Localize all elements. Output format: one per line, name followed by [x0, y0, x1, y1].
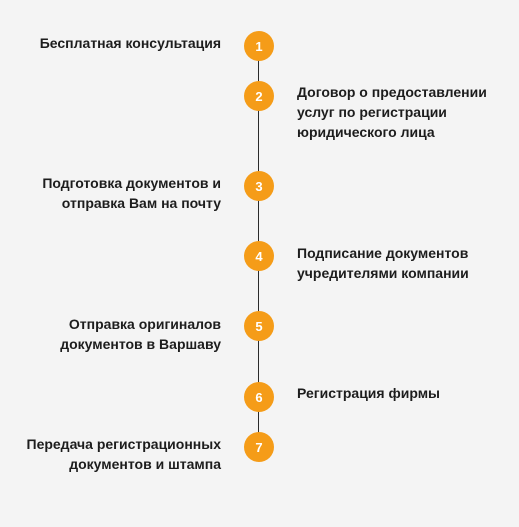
- step-2-line-2: услуг по регистрации: [297, 104, 447, 120]
- step-7-line-2: документов и штампа: [69, 456, 221, 472]
- step-7-label: Передача регистрационных документов и шт…: [1, 434, 222, 474]
- step-3-line-2: отправка Вам на почту: [61, 195, 221, 211]
- step-1-number: 1: [255, 38, 263, 54]
- step-2-badge: 2: [244, 81, 274, 111]
- step-1-badge: 1: [244, 31, 274, 61]
- step-7-line-1: Передача регистрационных: [26, 436, 222, 452]
- step-2-line-1: Договор о предоставлении: [297, 84, 487, 100]
- step-4-number: 4: [255, 248, 263, 264]
- step-1-label: Бесплатная консультация: [1, 33, 221, 53]
- step-2-number: 2: [255, 88, 263, 104]
- step-4-line-1: Подписание документов: [297, 245, 469, 261]
- step-7-badge: 7: [244, 432, 274, 462]
- step-4-line-2: учредителями компании: [297, 265, 469, 281]
- step-1-line-1: Бесплатная консультация: [39, 35, 221, 51]
- step-4-label: Подписание документов учредителями компа…: [297, 243, 512, 283]
- step-6-badge: 6: [244, 382, 274, 412]
- step-5-line-1: Отправка оригиналов: [68, 316, 221, 332]
- step-2-line-3: юридического лица: [297, 124, 435, 140]
- step-3-label: Подготовка документов и отправка Вам на …: [1, 173, 221, 213]
- step-2-label: Договор о предоставлении услуг по регист…: [297, 82, 512, 142]
- step-5-badge: 5: [244, 311, 274, 341]
- step-3-number: 3: [255, 178, 263, 194]
- step-7-number: 7: [255, 439, 263, 455]
- step-6-number: 6: [255, 389, 263, 405]
- step-5-number: 5: [255, 318, 263, 334]
- step-5-label: Отправка оригиналов документов в Варшаву: [1, 314, 221, 354]
- step-3-badge: 3: [244, 171, 274, 201]
- step-6-label: Регистрация фирмы: [297, 383, 512, 403]
- step-5-line-2: документов в Варшаву: [60, 336, 221, 352]
- step-3-line-1: Подготовка документов и: [42, 175, 221, 191]
- step-6-line-1: Регистрация фирмы: [297, 385, 441, 401]
- step-4-badge: 4: [244, 241, 274, 271]
